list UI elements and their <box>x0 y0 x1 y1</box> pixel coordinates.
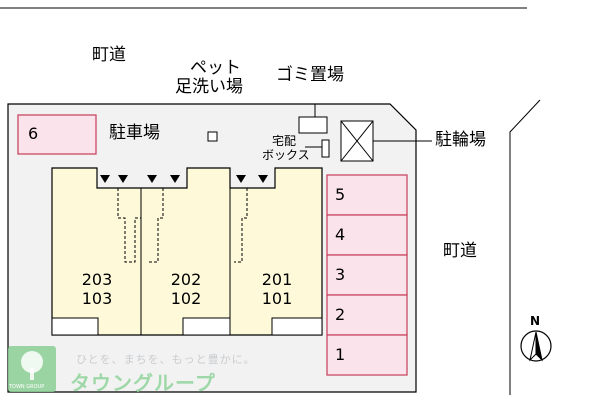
parking-slot-4-number: 4 <box>335 225 346 244</box>
staircase-outline <box>117 188 248 263</box>
unit-upper-number: 202 <box>170 270 202 289</box>
parking-slot-3-number: 3 <box>335 265 346 284</box>
pet-wash-marker <box>207 131 218 142</box>
parking-slot-2-number: 2 <box>335 305 346 324</box>
parking-slot-6 <box>17 114 97 155</box>
parking-slot-5-number: 5 <box>335 185 346 204</box>
balcony <box>51 317 99 336</box>
compass-icon <box>520 330 552 362</box>
apartment-building <box>51 167 323 336</box>
unit-lower-number: 101 <box>261 289 293 308</box>
garbage-area <box>298 116 328 134</box>
road-label-top: 町道 <box>92 45 126 65</box>
pet-wash-label-2: 足洗い場 <box>175 77 243 97</box>
parking-slot-5 <box>326 174 408 216</box>
parking-label: 駐車場 <box>109 123 160 143</box>
unit-203-103: 203 103 <box>62 270 132 308</box>
entrance-markers <box>100 175 268 183</box>
watermark-tagline: ひとを、まちを、もっと豊かに。 <box>76 353 256 366</box>
delivery-box-label-2: ボックス <box>262 148 310 162</box>
delivery-box-label-1: 宅配 <box>272 134 297 148</box>
bicycle-parking-label: 駐輪場 <box>435 130 486 150</box>
unit-lower-number: 102 <box>170 289 202 308</box>
watermark-company-name: タウングループ <box>70 371 216 395</box>
unit-upper-number: 201 <box>261 270 293 289</box>
balcony <box>271 317 323 336</box>
parking-slot-6-number: 6 <box>28 124 39 143</box>
compass-north-label: N <box>530 314 541 328</box>
pet-wash-label-1: ペット <box>190 58 241 78</box>
unit-202-102: 202 102 <box>151 270 221 308</box>
garbage-label: ゴミ置場 <box>276 65 344 85</box>
unit-201-101: 201 101 <box>242 270 312 308</box>
balcony <box>182 317 231 336</box>
unit-lower-number: 103 <box>81 289 113 308</box>
parking-slot-1 <box>326 334 408 376</box>
road-edge-right <box>509 99 541 395</box>
parking-slot-1-number: 1 <box>335 345 346 364</box>
road-label-right: 町道 <box>443 241 477 261</box>
watermark-mark-text: TOWN GROUP <box>9 384 45 390</box>
delivery-box <box>321 139 330 158</box>
unit-upper-number: 203 <box>81 270 113 289</box>
